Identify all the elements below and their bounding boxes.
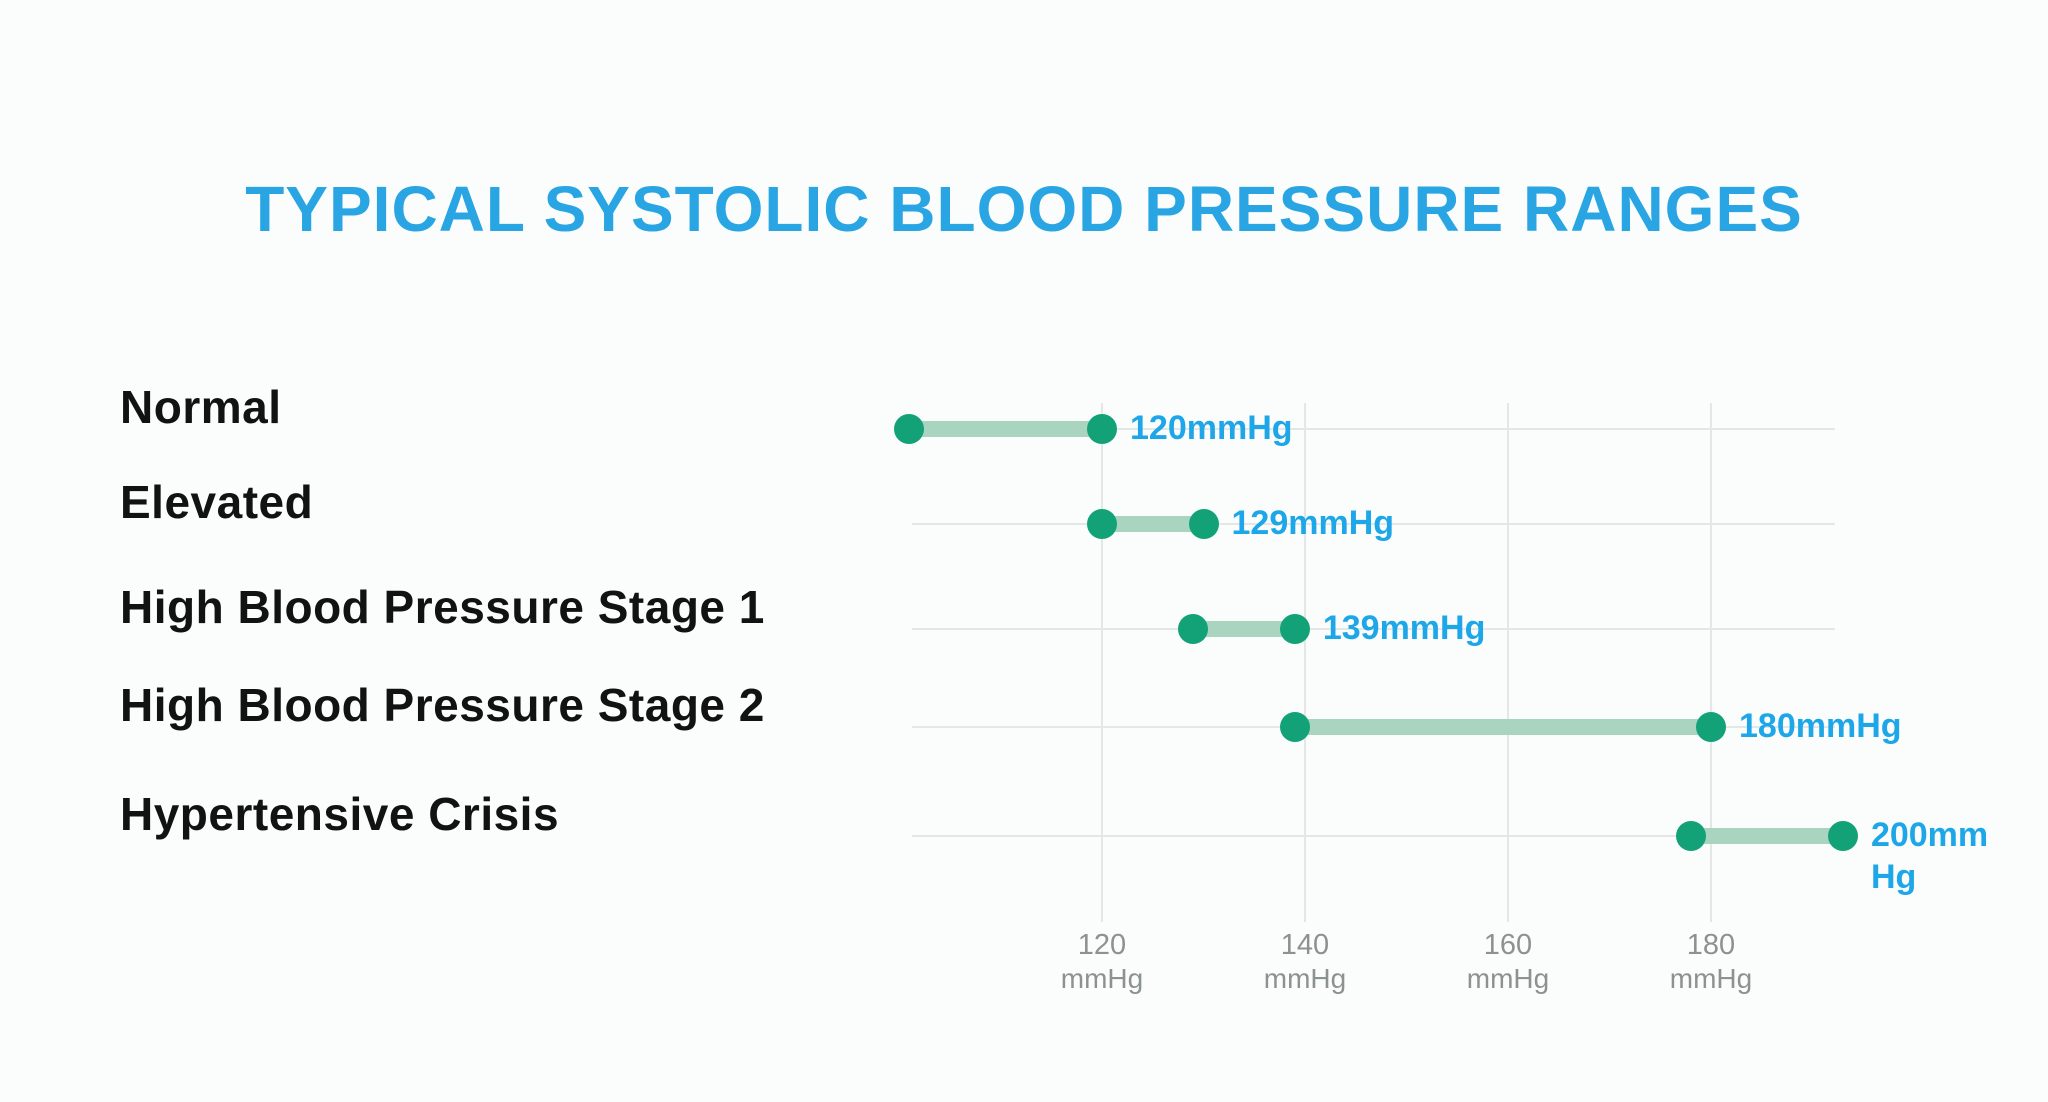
range-dot-start	[1087, 509, 1117, 539]
value-label: 200mm Hg	[1870, 816, 1989, 896]
range-bar	[1193, 621, 1295, 637]
category-label: Elevated	[120, 476, 314, 528]
range-dot-end	[1279, 614, 1310, 644]
category-label: High Blood Pressure Stage 2	[120, 679, 765, 731]
row-gridline	[912, 428, 1835, 430]
row-gridline	[912, 835, 1835, 837]
chart-title: TYPICAL SYSTOLIC BLOOD PRESSURE RANGES	[245, 173, 1803, 245]
x-tick-value: 180	[1686, 929, 1736, 961]
x-tick-unit: mmHg	[1669, 963, 1753, 994]
value-label: 139mmHg	[1322, 609, 1486, 647]
range-dot-start	[1178, 614, 1209, 644]
range-dot-start	[894, 414, 925, 444]
range-dot-end	[1188, 509, 1219, 539]
grid-vline	[1304, 403, 1306, 922]
value-label: 129mmHg	[1231, 504, 1395, 542]
range-dot-end	[1827, 821, 1858, 851]
row-gridline	[912, 628, 1835, 630]
range-bar	[1294, 719, 1711, 735]
range-dot-end	[1087, 414, 1117, 444]
grid-vline	[1507, 403, 1509, 922]
grid-vline	[1101, 403, 1103, 922]
range-dot-start	[1675, 821, 1706, 851]
x-tick-unit: mmHg	[1060, 963, 1144, 994]
range-bar	[1102, 516, 1204, 532]
range-dot-start	[1279, 712, 1310, 742]
grid-vline	[1710, 403, 1712, 922]
category-label: Normal	[120, 381, 282, 433]
category-label: High Blood Pressure Stage 1	[120, 581, 765, 633]
x-tick-value: 140	[1280, 929, 1330, 961]
range-bar	[1690, 828, 1843, 844]
value-label: 180mmHg	[1739, 707, 1902, 745]
range-bar	[909, 421, 1102, 437]
x-tick-unit: mmHg	[1466, 963, 1550, 994]
x-tick-unit: mmHg	[1263, 963, 1347, 994]
row-gridline	[912, 523, 1835, 525]
x-tick-value: 160	[1483, 929, 1533, 961]
category-label: Hypertensive Crisis	[120, 788, 560, 840]
range-dot-end	[1696, 712, 1726, 742]
value-label: 120mmHg	[1130, 409, 1293, 447]
x-tick-value: 120	[1077, 929, 1127, 961]
